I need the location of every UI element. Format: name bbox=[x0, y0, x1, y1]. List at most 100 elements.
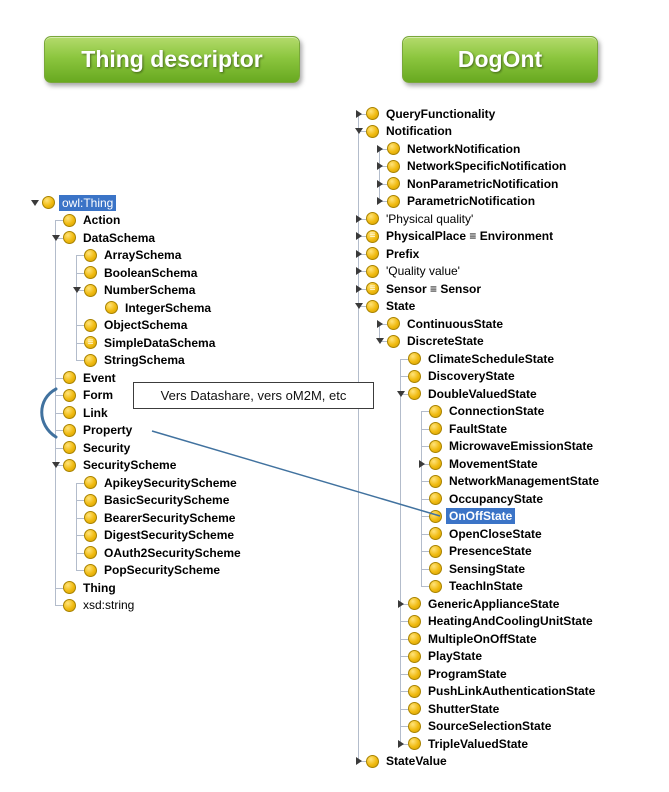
expand-toggle-icon[interactable] bbox=[352, 105, 366, 123]
collapse-toggle-icon[interactable] bbox=[28, 194, 42, 212]
expand-spacer bbox=[70, 509, 84, 527]
tree-guide-stub bbox=[358, 253, 366, 255]
tree-node-action[interactable]: Action bbox=[28, 212, 338, 230]
tree-node-event[interactable]: Event bbox=[28, 369, 338, 387]
tree-node-sensor-sensor[interactable]: ≡Sensor ≡ Sensor bbox=[352, 280, 667, 298]
tree-guide-stub bbox=[379, 183, 387, 185]
tree-node-multipleonoffstate[interactable]: MultipleOnOffState bbox=[352, 630, 667, 648]
tree-node-teachinstate[interactable]: TeachInState bbox=[352, 578, 667, 596]
tree-node-notification[interactable]: Notification bbox=[352, 123, 667, 141]
expand-toggle-icon[interactable] bbox=[352, 280, 366, 298]
expand-toggle-icon[interactable] bbox=[394, 595, 408, 613]
tree-node-link[interactable]: Link bbox=[28, 404, 338, 422]
tree-node-objectschema[interactable]: ObjectSchema bbox=[28, 317, 338, 335]
tree-node-discretestate[interactable]: DiscreteState bbox=[352, 333, 667, 351]
tree-node-integerschema[interactable]: IntegerSchema bbox=[28, 299, 338, 317]
tree-node-openclosestate[interactable]: OpenCloseState bbox=[352, 525, 667, 543]
tree-node-securityscheme[interactable]: SecurityScheme bbox=[28, 457, 338, 475]
expand-toggle-icon[interactable] bbox=[373, 193, 387, 211]
tree-node-prefix[interactable]: Prefix bbox=[352, 245, 667, 263]
tree-node-discoverystate[interactable]: DiscoveryState bbox=[352, 368, 667, 386]
tree-node-triplevaluedstate[interactable]: TripleValuedState bbox=[352, 735, 667, 753]
tree-node-physical-quality[interactable]: 'Physical quality' bbox=[352, 210, 667, 228]
tree-node-numberschema[interactable]: NumberSchema bbox=[28, 282, 338, 300]
tree-node-faultstate[interactable]: FaultState bbox=[352, 420, 667, 438]
expand-toggle-icon[interactable] bbox=[415, 455, 429, 473]
collapse-toggle-icon[interactable] bbox=[352, 123, 366, 141]
expand-toggle-icon[interactable] bbox=[373, 315, 387, 333]
expand-toggle-icon[interactable] bbox=[352, 228, 366, 246]
tree-node-security[interactable]: Security bbox=[28, 439, 338, 457]
tree-node-presencestate[interactable]: PresenceState bbox=[352, 543, 667, 561]
tree-node-genericappliancestate[interactable]: GenericApplianceState bbox=[352, 595, 667, 613]
tree-node-simpledataschema[interactable]: ≡SimpleDataSchema bbox=[28, 334, 338, 352]
tree-node-pushlinkauthenticationstate[interactable]: PushLinkAuthenticationState bbox=[352, 683, 667, 701]
tree-node-booleanschema[interactable]: BooleanSchema bbox=[28, 264, 338, 282]
tree-node-state[interactable]: State bbox=[352, 298, 667, 316]
tree-node-playstate[interactable]: PlayState bbox=[352, 648, 667, 666]
tree-node-label: ContinuousState bbox=[407, 316, 503, 331]
tree-node-arrayschema[interactable]: ArraySchema bbox=[28, 247, 338, 265]
tree-node-nonparametricnotification[interactable]: NonParametricNotification bbox=[352, 175, 667, 193]
tree-node-thing[interactable]: Thing bbox=[28, 579, 338, 597]
tree-node-microwaveemissionstate[interactable]: MicrowaveEmissionState bbox=[352, 438, 667, 456]
tree-node-label: 'Physical quality' bbox=[386, 211, 474, 226]
tree-node-continuousstate[interactable]: ContinuousState bbox=[352, 315, 667, 333]
class-icon bbox=[63, 598, 76, 612]
tree-node-label: Link bbox=[83, 405, 108, 420]
tree-node-digestsecurityscheme[interactable]: DigestSecurityScheme bbox=[28, 527, 338, 545]
tree-node-apikeysecurityscheme[interactable]: ApikeySecurityScheme bbox=[28, 474, 338, 492]
collapse-toggle-icon[interactable] bbox=[49, 457, 63, 475]
tree-node-label: IntegerSchema bbox=[125, 300, 212, 315]
tree-node-quality-value[interactable]: 'Quality value' bbox=[352, 263, 667, 281]
tree-guide-stub bbox=[421, 411, 429, 413]
tree-node-owl-thing[interactable]: owl:Thing bbox=[28, 194, 338, 212]
tree-node-occupancystate[interactable]: OccupancyState bbox=[352, 490, 667, 508]
tree-node-statevalue[interactable]: StateValue bbox=[352, 753, 667, 771]
tree-node-connectionstate[interactable]: ConnectionState bbox=[352, 403, 667, 421]
collapse-toggle-icon[interactable] bbox=[352, 298, 366, 316]
tree-node-label: PopSecurityScheme bbox=[104, 563, 221, 578]
tree-node-sourceselectionstate[interactable]: SourceSelectionState bbox=[352, 718, 667, 736]
tree-node-programstate[interactable]: ProgramState bbox=[352, 665, 667, 683]
tree-node-queryfunctionality[interactable]: QueryFunctionality bbox=[352, 105, 667, 123]
tree-node-physicalplace-environment[interactable]: ≡PhysicalPlace ≡ Environment bbox=[352, 228, 667, 246]
expand-toggle-icon[interactable] bbox=[352, 263, 366, 281]
expand-toggle-icon[interactable] bbox=[352, 753, 366, 771]
tree-node-doublevaluedstate[interactable]: DoubleValuedState bbox=[352, 385, 667, 403]
tree-node-popsecurityscheme[interactable]: PopSecurityScheme bbox=[28, 562, 338, 580]
tree-guide-stub bbox=[55, 430, 63, 432]
class-icon bbox=[84, 546, 97, 560]
tree-node-networknotification[interactable]: NetworkNotification bbox=[352, 140, 667, 158]
tree-guide-stub bbox=[400, 726, 408, 728]
collapse-toggle-icon[interactable] bbox=[70, 282, 84, 300]
tree-node-parametricnotification[interactable]: ParametricNotification bbox=[352, 193, 667, 211]
tree-node-property[interactable]: Property bbox=[28, 422, 338, 440]
tree-node-bearersecurityscheme[interactable]: BearerSecurityScheme bbox=[28, 509, 338, 527]
collapse-toggle-icon[interactable] bbox=[394, 385, 408, 403]
expand-toggle-icon[interactable] bbox=[394, 735, 408, 753]
tree-node-dataschema[interactable]: DataSchema bbox=[28, 229, 338, 247]
tree-node-xsd-string[interactable]: xsd:string bbox=[28, 597, 338, 615]
tree-node-stringschema[interactable]: StringSchema bbox=[28, 352, 338, 370]
tree-node-oauth2securityscheme[interactable]: OAuth2SecurityScheme bbox=[28, 544, 338, 562]
tree-node-networkspecificnotification[interactable]: NetworkSpecificNotification bbox=[352, 158, 667, 176]
tree-node-climateschedulestate[interactable]: ClimateScheduleState bbox=[352, 350, 667, 368]
tree-node-sensingstate[interactable]: SensingState bbox=[352, 560, 667, 578]
tree-node-onoffstate[interactable]: OnOffState bbox=[352, 508, 667, 526]
collapse-toggle-icon[interactable] bbox=[49, 229, 63, 247]
expand-toggle-icon[interactable] bbox=[352, 245, 366, 263]
tree-node-shutterstate[interactable]: ShutterState bbox=[352, 700, 667, 718]
expand-toggle-icon[interactable] bbox=[373, 175, 387, 193]
expand-toggle-icon[interactable] bbox=[352, 210, 366, 228]
expand-toggle-icon[interactable] bbox=[373, 158, 387, 176]
tree-node-movementstate[interactable]: MovementState bbox=[352, 455, 667, 473]
tree-node-form[interactable]: Form bbox=[28, 387, 338, 405]
expand-toggle-icon[interactable] bbox=[373, 140, 387, 158]
tree-node-networkmanagementstate[interactable]: NetworkManagementState bbox=[352, 473, 667, 491]
tree-node-heatingandcoolingunitstate[interactable]: HeatingAndCoolingUnitState bbox=[352, 613, 667, 631]
class-icon bbox=[429, 544, 442, 558]
collapse-toggle-icon[interactable] bbox=[373, 333, 387, 351]
thing-descriptor-header-label: Thing descriptor bbox=[81, 46, 263, 72]
tree-node-basicsecurityscheme[interactable]: BasicSecurityScheme bbox=[28, 492, 338, 510]
